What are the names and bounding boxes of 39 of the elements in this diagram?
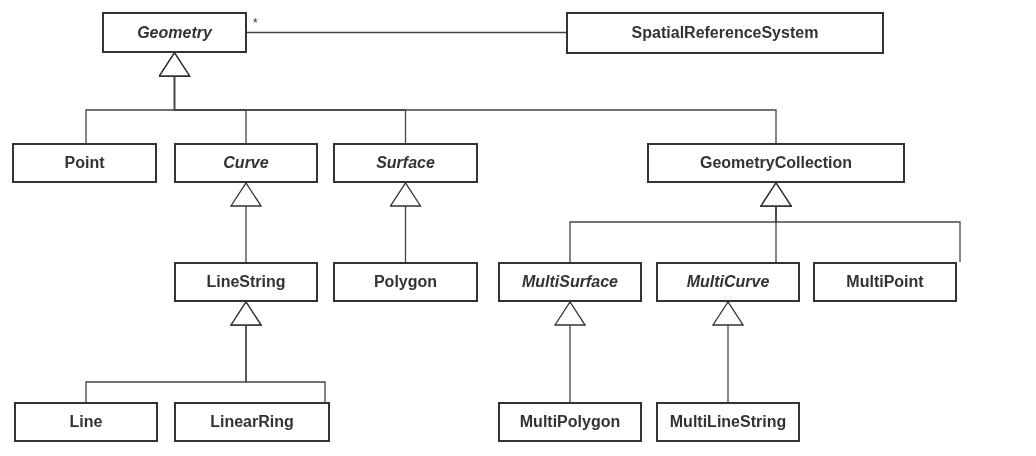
class-name: LinearRing <box>210 412 294 432</box>
class-name: MultiPoint <box>846 272 924 292</box>
class-box <box>813 262 957 302</box>
generalization-arrow <box>554 301 586 403</box>
class-name: Geometry <box>137 22 212 43</box>
class-box <box>656 262 800 302</box>
class-name: Polygon <box>373 272 438 292</box>
class-name: SpatialReferenceSystem <box>631 23 819 43</box>
class-name: Line <box>69 412 103 432</box>
class-name: Curve <box>223 153 269 173</box>
class-box <box>174 143 318 183</box>
generalization-arrow <box>230 182 262 263</box>
class-box <box>656 402 800 442</box>
class-box <box>174 402 330 442</box>
generalization-arrow <box>230 301 326 403</box>
multiplicity-label: * <box>253 15 258 32</box>
class-box <box>14 402 158 442</box>
class-name: GeometryCollection <box>700 153 852 173</box>
generalization-arrow <box>760 182 961 263</box>
class-name: LineString <box>206 272 286 292</box>
class-box <box>333 143 478 183</box>
class-name: MultiCurve <box>686 272 770 292</box>
class-box <box>174 262 318 302</box>
class-name: MultiLineString <box>669 412 787 432</box>
class-box <box>566 12 884 54</box>
class-name: Point <box>64 153 105 173</box>
class-name: Surface <box>376 153 435 173</box>
association-line <box>246 31 567 34</box>
class-name: MultiSurface <box>522 272 618 292</box>
class-box <box>333 262 478 302</box>
class-box <box>498 262 642 302</box>
generalization-arrow <box>158 52 777 144</box>
class-name: MultiPolygon <box>519 412 621 432</box>
class-box <box>102 12 247 53</box>
class-box <box>647 143 905 183</box>
generalization-arrow <box>389 182 422 263</box>
generalization-arrow <box>712 301 744 403</box>
class-box <box>12 143 157 183</box>
class-box <box>498 402 642 442</box>
